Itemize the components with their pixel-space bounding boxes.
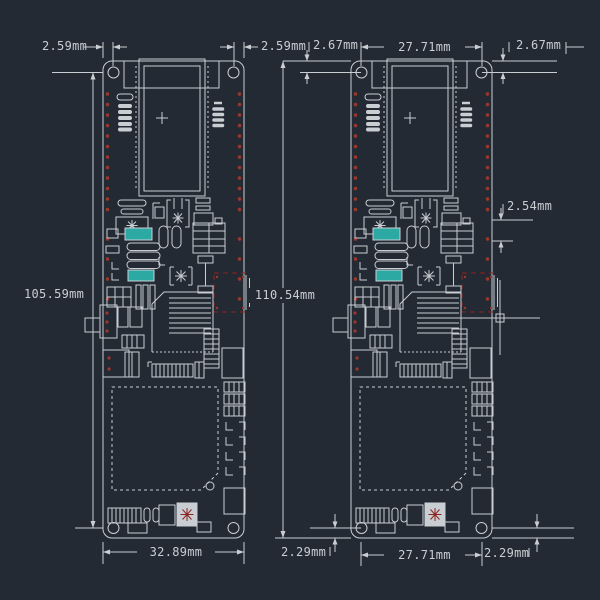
datum-marker bbox=[458, 280, 540, 355]
dim-right-board-bottom-left: 2.29mm bbox=[281, 545, 327, 559]
dim-right-board-top-right: 2.67mm bbox=[516, 38, 562, 52]
dim-right-board-bottom-center: 27.71mm bbox=[384, 548, 465, 563]
dimension-lines bbox=[52, 42, 584, 566]
dim-right-board-top-left: 2.67mm bbox=[313, 38, 359, 52]
dim-right-board-pin-pitch: 2.54mm bbox=[507, 199, 553, 213]
board-right bbox=[331, 57, 500, 540]
dim-left-board-top-left: 2.59mm bbox=[42, 39, 88, 53]
dim-right-board-top-center: 27.71mm bbox=[384, 40, 465, 55]
dim-left-board-top-right: 2.59mm bbox=[261, 39, 307, 53]
board-left bbox=[83, 57, 252, 540]
dim-right-board-bottom-right: 2.29mm bbox=[484, 546, 530, 560]
dim-right-board-height: 110.54mm bbox=[249, 288, 321, 303]
dim-left-board-width: 32.89mm bbox=[137, 545, 215, 560]
dim-left-board-height: 105.59mm bbox=[24, 287, 85, 301]
